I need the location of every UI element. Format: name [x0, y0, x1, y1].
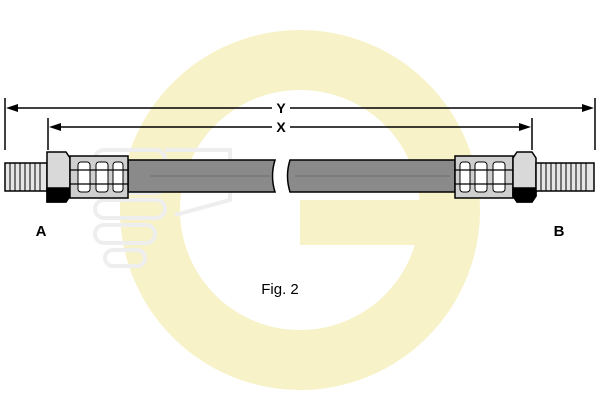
hose-body — [127, 159, 456, 193]
left-fitting — [4, 151, 129, 203]
watermark-logo — [93, 30, 480, 390]
figure-caption: Fig. 2 — [261, 281, 299, 298]
dimension-x — [47, 118, 533, 150]
dimension-y-label: Y — [276, 100, 286, 116]
end-a-label: A — [36, 223, 47, 240]
end-b-label: B — [554, 223, 565, 240]
dimension-y — [4, 98, 596, 150]
right-fitting — [454, 151, 595, 203]
dimension-x-label: X — [276, 119, 286, 135]
